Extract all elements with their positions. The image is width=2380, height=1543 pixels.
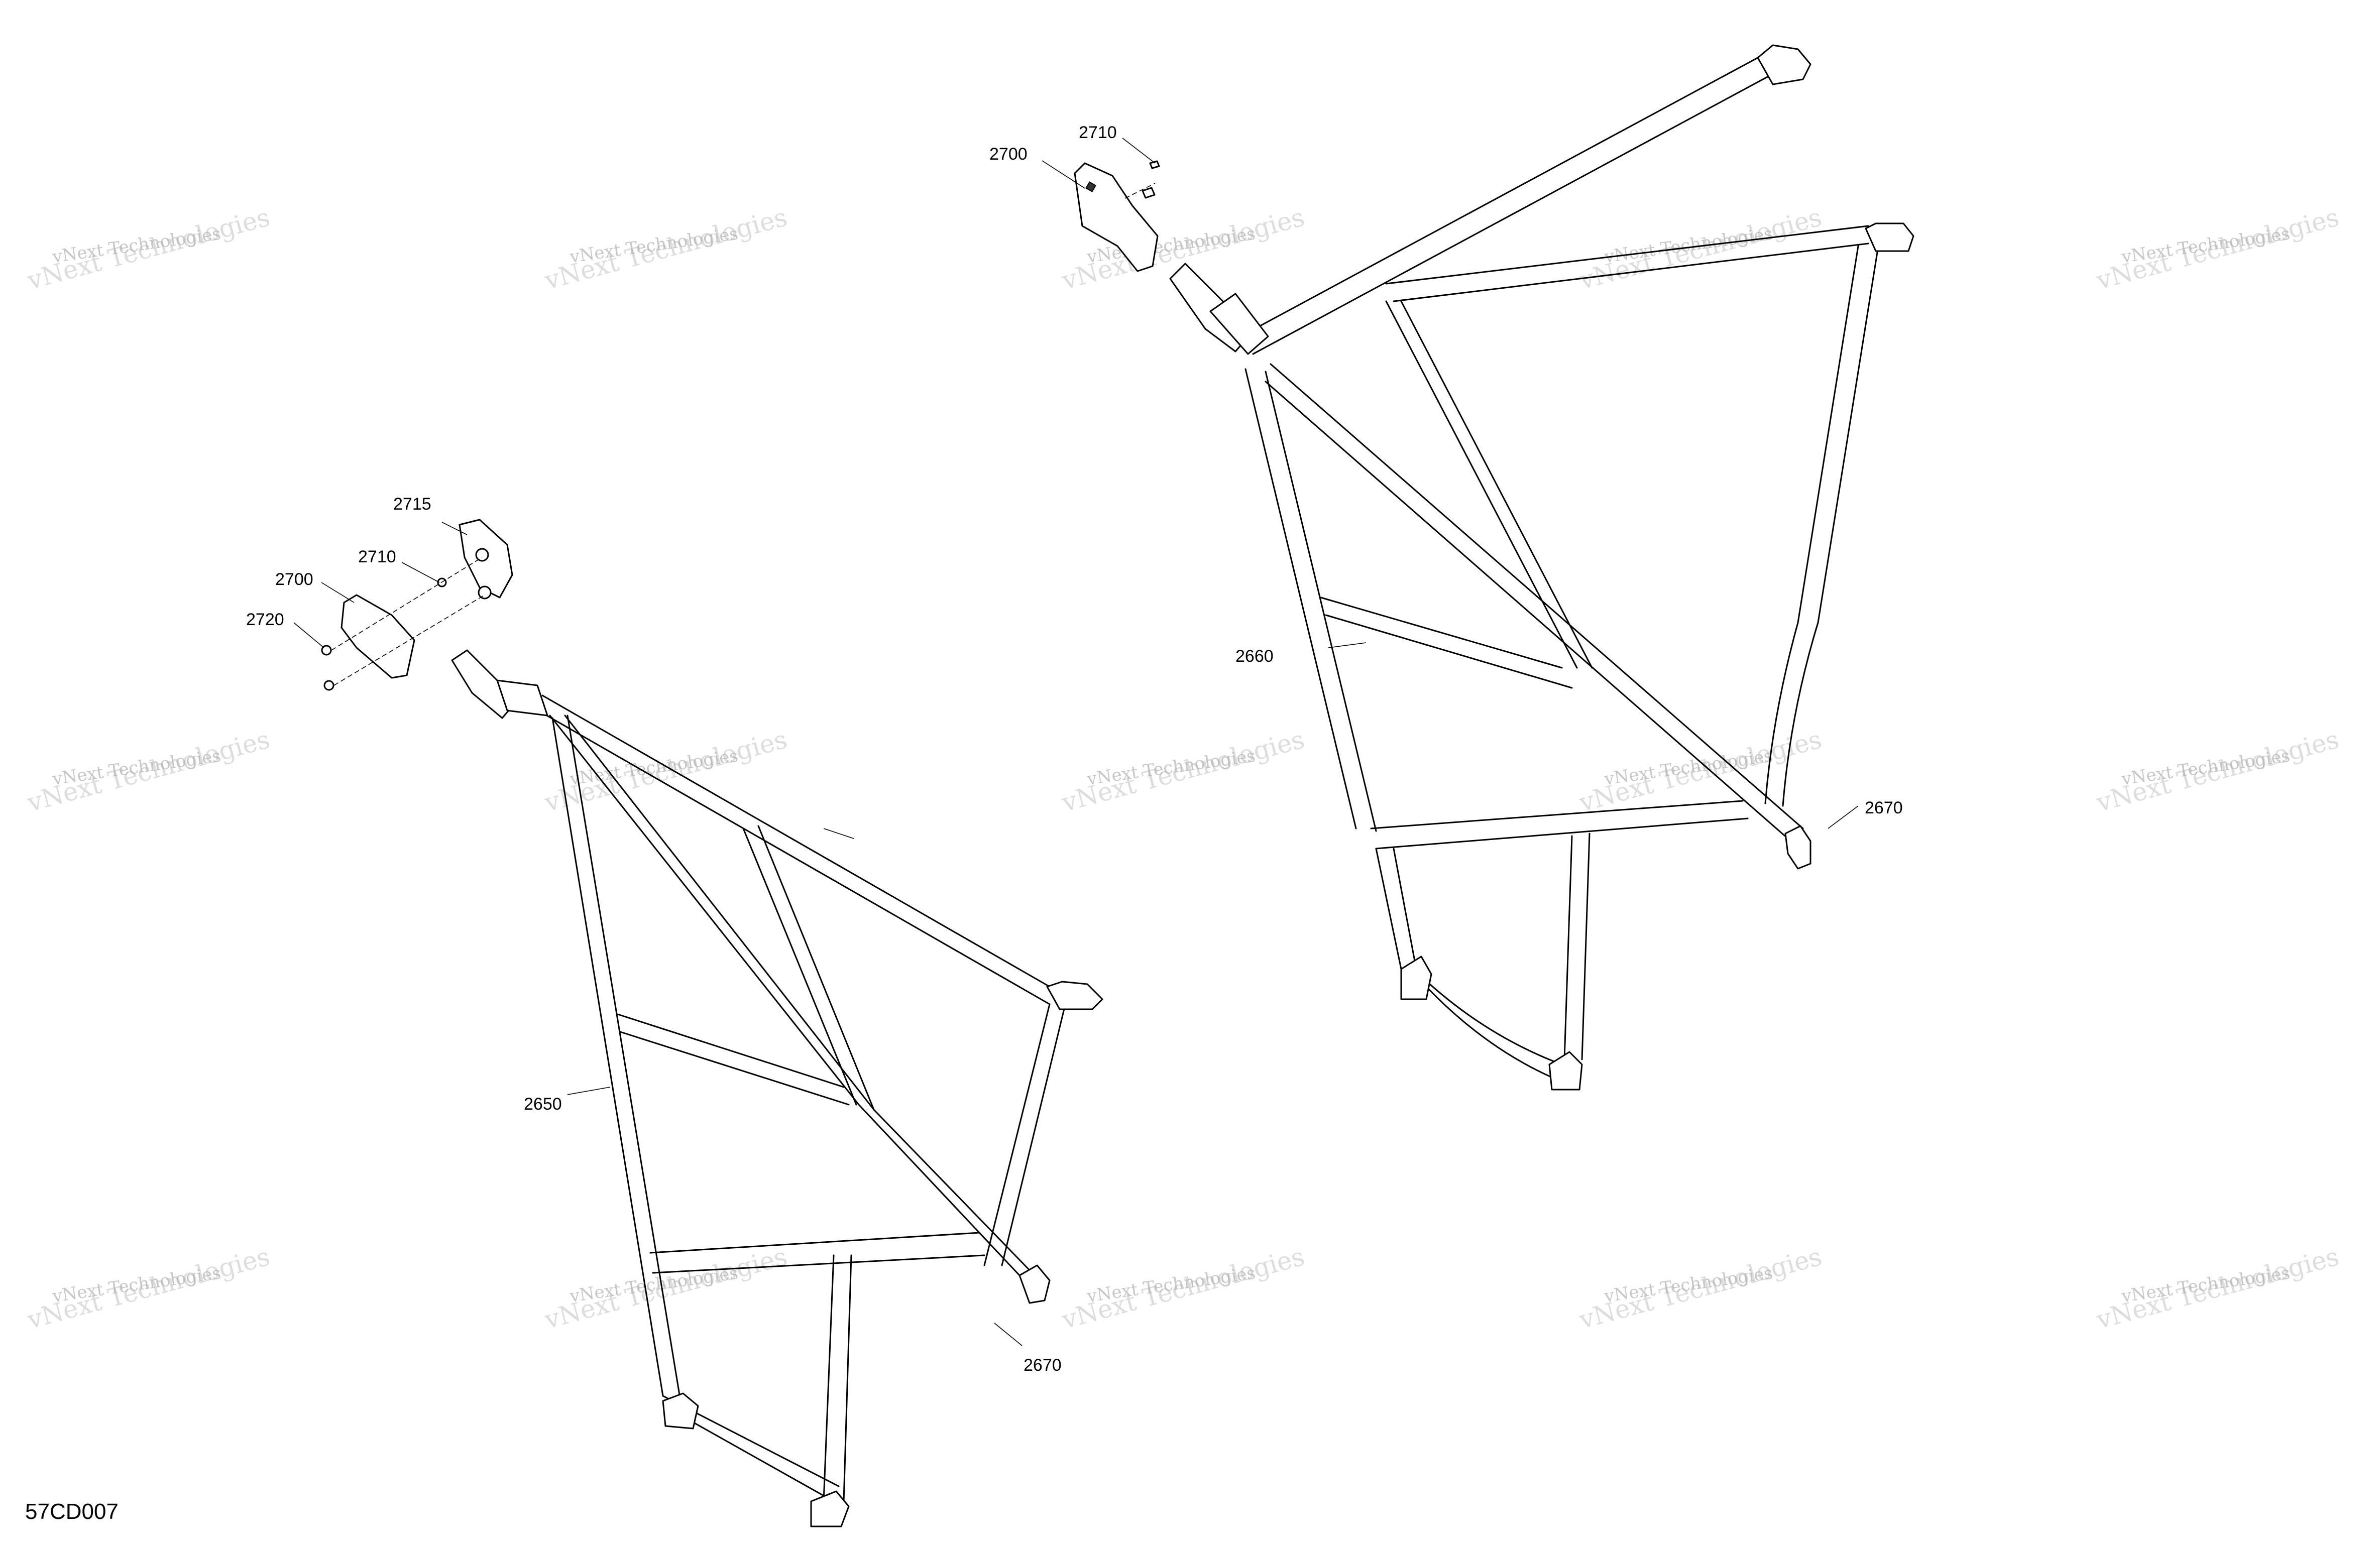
- callout-left-buckle: 2700: [275, 570, 313, 589]
- bolt-icon: [475, 548, 489, 562]
- strap-clip-icon: [1865, 222, 1914, 252]
- strap-clip-icon: [1018, 1264, 1051, 1304]
- callout-right-bolt: 2710: [1079, 123, 1117, 142]
- strap-clip-icon: [1548, 1051, 1583, 1091]
- bolt-icon: [1149, 160, 1160, 169]
- callout-right-buckle: 2700: [989, 145, 1028, 164]
- nut-icon: [321, 645, 332, 656]
- nut-icon: [323, 680, 334, 691]
- callout-labels: 2660 2700 2710 2670 2650 2670 2715 2710 …: [246, 123, 1903, 1375]
- strap-clip-icon: [1046, 981, 1103, 1010]
- callout-left-nut: 2720: [246, 610, 284, 629]
- bolt-icon: [1142, 187, 1156, 199]
- right-window-net: [1074, 44, 1914, 1091]
- callout-right-net: 2660: [1235, 647, 1274, 666]
- strap-clip-icon: [810, 1490, 850, 1527]
- callout-left-bolt: 2710: [358, 547, 396, 566]
- leader-lines: [293, 138, 1859, 1346]
- left-window-net: [321, 519, 1103, 1527]
- callout-left-plate: 2715: [393, 495, 431, 514]
- strap-clip-icon: [1400, 956, 1432, 1000]
- callout-right-screw: 2670: [1865, 798, 1903, 817]
- strap-clip-icon: [662, 1392, 699, 1430]
- strap-clip-icon: [1757, 44, 1811, 85]
- callout-left-net: 2650: [524, 1095, 562, 1114]
- diagram-code: 57CD007: [25, 1499, 119, 1524]
- buckle-female-icon: [341, 594, 415, 679]
- bolt-icon: [478, 585, 492, 600]
- buckle-female-icon: [1074, 162, 1159, 272]
- strap-clip-icon: [1784, 825, 1811, 870]
- callout-left-screw: 2670: [1024, 1356, 1062, 1375]
